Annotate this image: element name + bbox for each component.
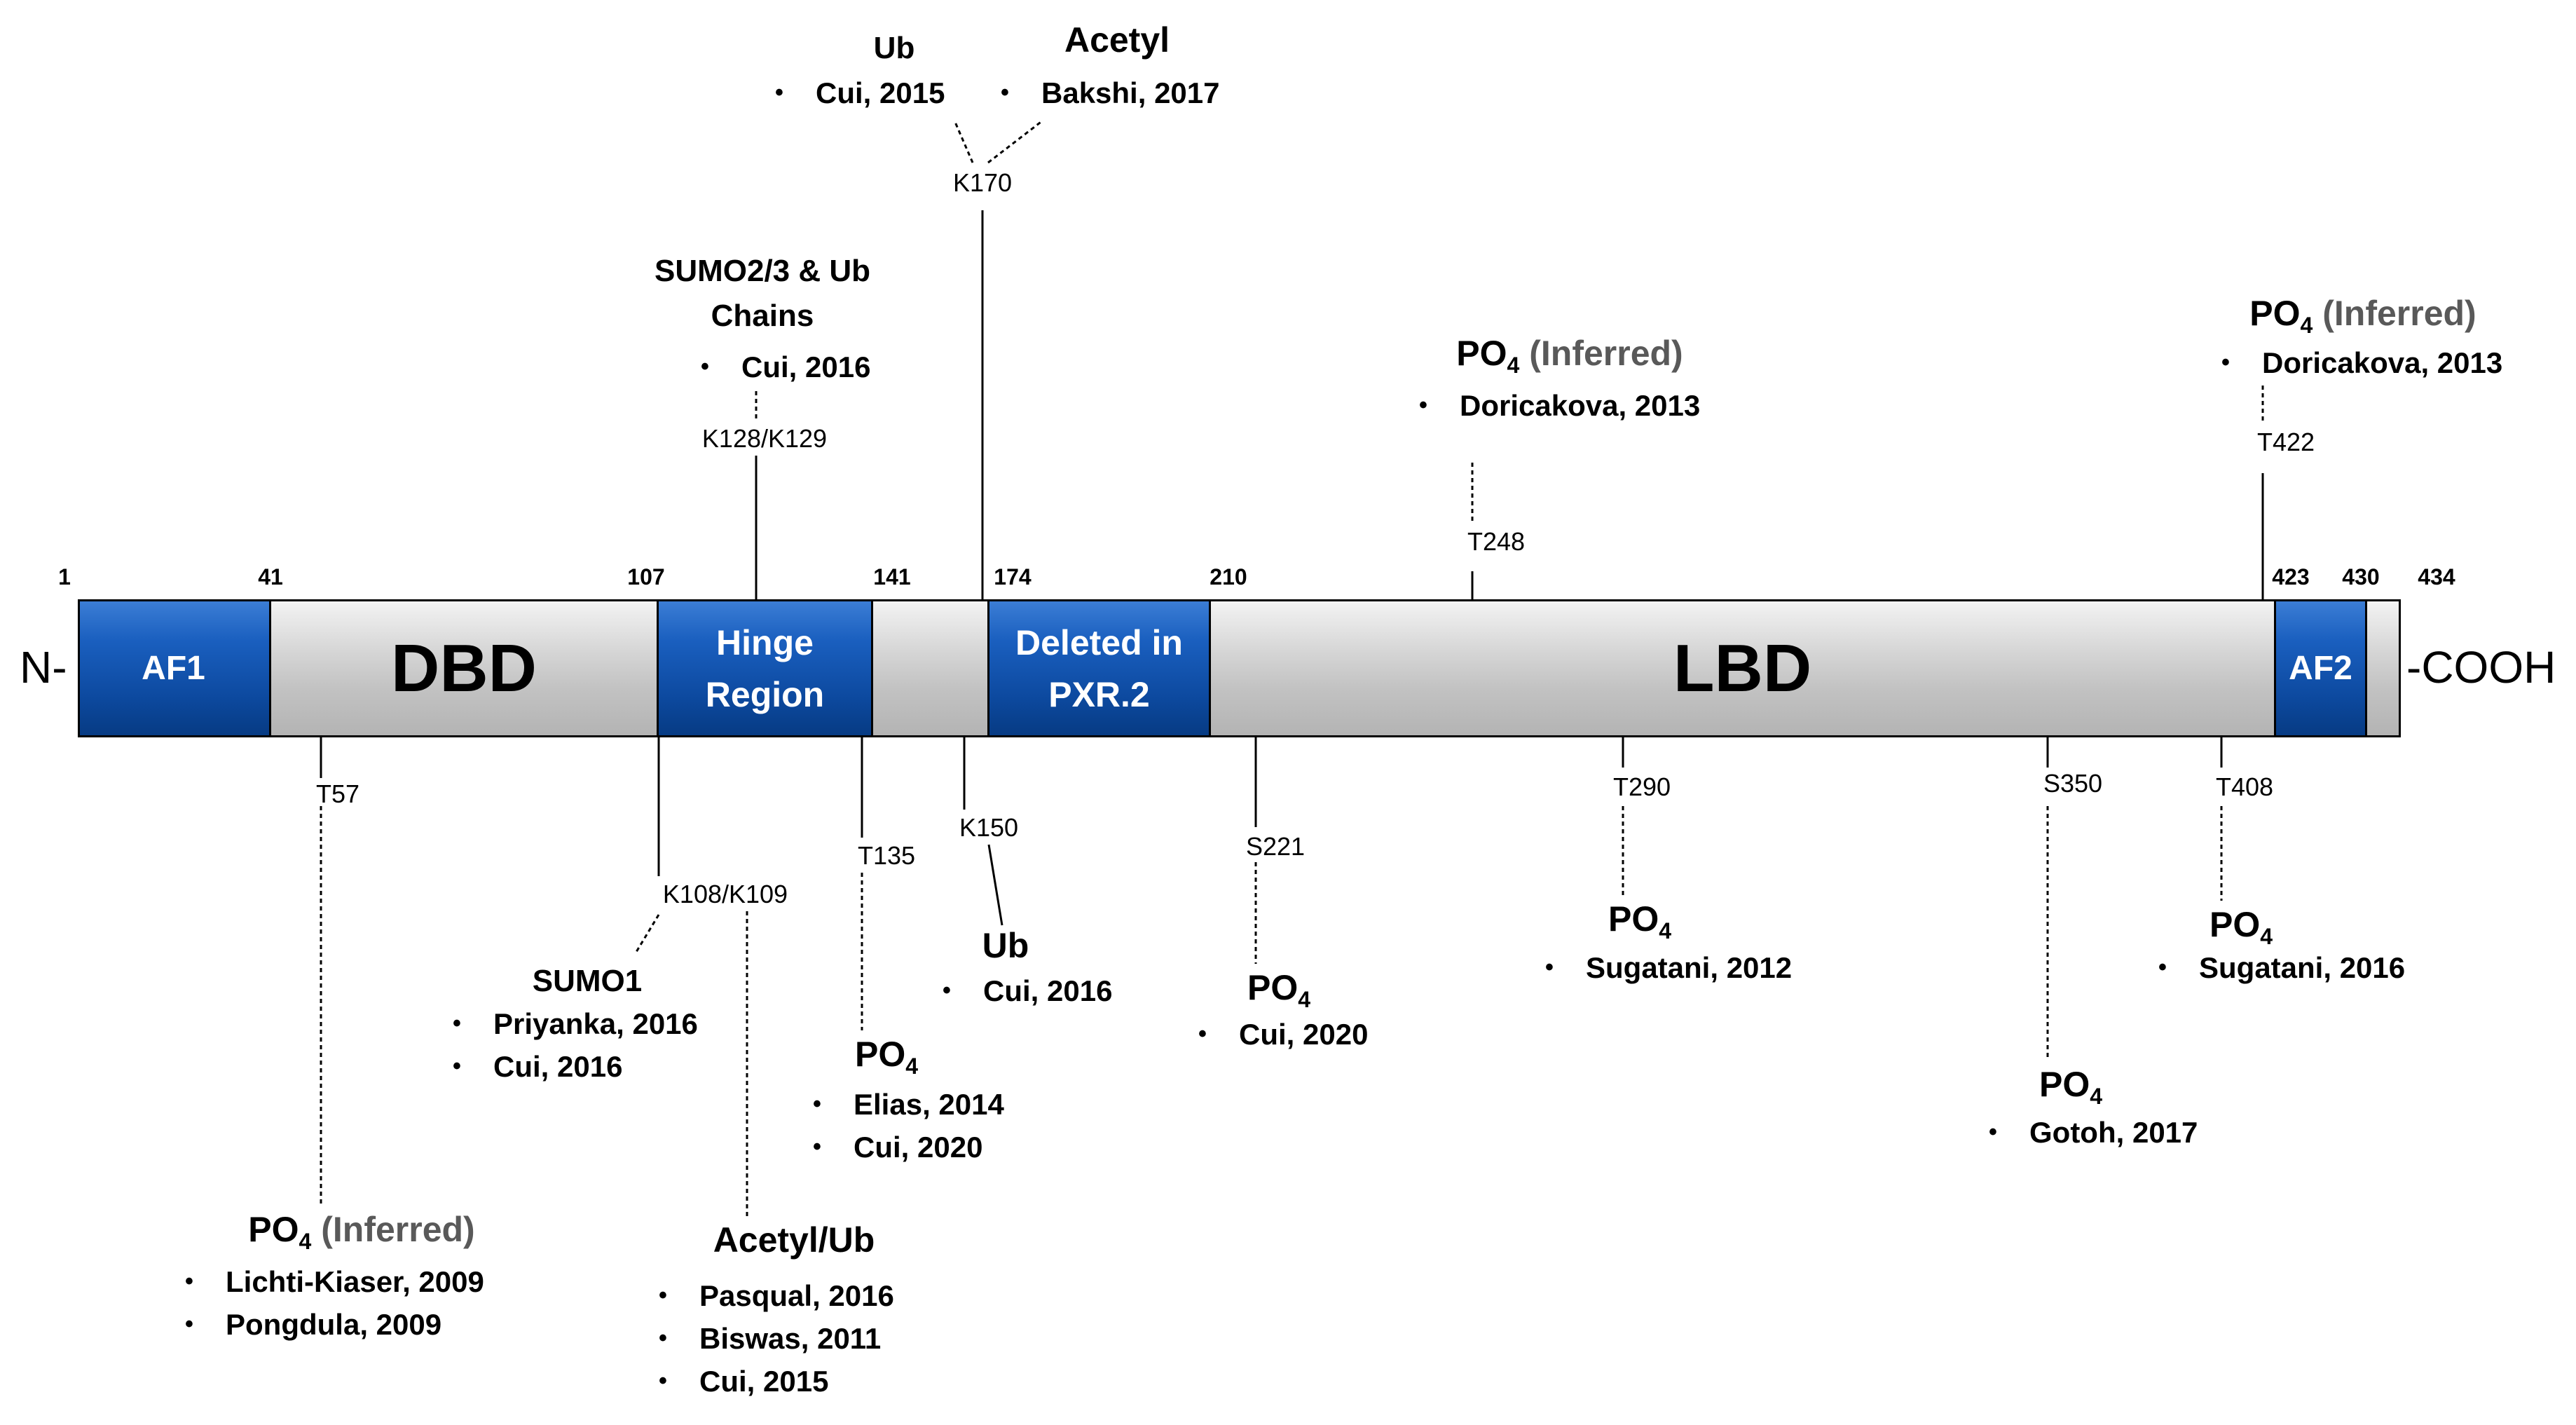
- mod-k150-title: Ub: [982, 926, 1029, 965]
- reference-item: Priyanka, 2016: [453, 1002, 698, 1045]
- reference-item: Lichti-Kiaser, 2009: [185, 1260, 484, 1303]
- domain-hinge-region: Hinge Region: [657, 599, 871, 737]
- reference-item: Doricakova, 2013: [1419, 384, 1700, 427]
- mod-k170-ub-title: Ub: [873, 31, 915, 65]
- reference-item: Cui, 2016: [701, 346, 870, 388]
- mod-k128-refs: Cui, 2016: [701, 346, 870, 388]
- site-k170: K170: [952, 168, 1013, 197]
- residue-number: 107: [627, 564, 665, 589]
- reference-item: Cui, 2020: [1198, 1013, 1368, 1056]
- site-s221: S221: [1245, 832, 1306, 861]
- domain-af2: AF2: [2274, 599, 2365, 737]
- k108-sumo-dash: [635, 914, 660, 953]
- residue-number: 41: [258, 564, 283, 589]
- domain-c-tail: [2365, 599, 2401, 737]
- domain-dbd: DBD: [269, 599, 657, 737]
- k150-diag-line: [987, 844, 1003, 926]
- site-k150: K150: [959, 813, 1019, 842]
- reference-item: Pongdula, 2009: [185, 1303, 484, 1346]
- domain-af1: AF1: [78, 599, 269, 737]
- mod-k150-refs: Cui, 2016: [943, 969, 1112, 1012]
- reference-item: Cui, 2015: [775, 71, 945, 114]
- site-t422: T422: [2256, 428, 2315, 456]
- reference-item: Gotoh, 2017: [1989, 1111, 2198, 1154]
- mod-t408-refs: Sugatani, 2016: [2158, 946, 2405, 989]
- reference-item: Biswas, 2011: [659, 1317, 894, 1360]
- residue-number: 210: [1210, 564, 1247, 589]
- reference-item: Cui, 2016: [453, 1045, 698, 1088]
- k170-acetyl-dash: [987, 119, 1043, 164]
- residue-number: 141: [873, 564, 911, 589]
- site-t290: T290: [1612, 772, 1671, 801]
- mod-t248-refs: Doricakova, 2013: [1419, 384, 1700, 427]
- reference-item: Pasqual, 2016: [659, 1274, 894, 1317]
- reference-item: Cui, 2020: [813, 1126, 1004, 1168]
- mod-t135-title: PO4: [854, 1035, 919, 1079]
- reference-item: Sugatani, 2016: [2158, 946, 2405, 989]
- site-k128-k129: K128/K129: [701, 424, 828, 453]
- mod-s350-refs: Gotoh, 2017: [1989, 1111, 2198, 1154]
- mod-k170-acetyl-title: Acetyl: [1064, 20, 1170, 60]
- mod-k170-acetyl-refs: Bakshi, 2017: [1001, 71, 1220, 114]
- mod-s221-title: PO4: [1247, 968, 1311, 1012]
- residue-number: 430: [2342, 564, 2380, 589]
- mod-k108-sumo1-title: SUMO1: [532, 964, 643, 998]
- residue-number: 1: [58, 564, 71, 589]
- domain-spacer: [871, 599, 987, 737]
- domain-lbd: LBD: [1209, 599, 2274, 737]
- mod-t290-refs: Sugatani, 2012: [1545, 946, 1792, 989]
- reference-item: Cui, 2015: [659, 1360, 894, 1403]
- reference-item: Cui, 2016: [943, 969, 1112, 1012]
- mod-t422-title: PO4 (Inferred): [2249, 294, 2476, 338]
- c-terminus-label: -COOH: [2406, 642, 2556, 693]
- mod-k170-ub-refs: Cui, 2015: [775, 71, 945, 114]
- residue-number: 434: [2418, 564, 2455, 589]
- mod-t57-title: PO4 (Inferred): [248, 1210, 475, 1254]
- site-s350: S350: [2043, 769, 2103, 798]
- reference-item: Elias, 2014: [813, 1083, 1004, 1126]
- domain-deleted-pxr2: Deleted in PXR.2: [987, 599, 1209, 737]
- reference-item: Bakshi, 2017: [1001, 71, 1220, 114]
- site-t135: T135: [857, 841, 916, 870]
- mod-k108-sumo1-refs: Priyanka, 2016 Cui, 2016: [453, 1002, 698, 1088]
- site-k108-k109: K108/K109: [662, 880, 788, 908]
- mod-t135-refs: Elias, 2014 Cui, 2020: [813, 1083, 1004, 1168]
- residue-number: 174: [994, 564, 1032, 589]
- mod-t248-title: PO4 (Inferred): [1456, 334, 1683, 378]
- mod-t422-refs: Doricakova, 2013: [2221, 341, 2502, 384]
- mod-s350-title: PO4: [2039, 1065, 2103, 1109]
- mod-s221-refs: Cui, 2020: [1198, 1013, 1368, 1056]
- reference-item: Doricakova, 2013: [2221, 341, 2502, 384]
- mod-t290-title: PO4: [1608, 899, 1672, 943]
- reference-item: Sugatani, 2012: [1545, 946, 1792, 989]
- k170-ub-dash: [953, 120, 974, 163]
- mod-k128-title: SUMO2/3 & Ub Chains: [654, 254, 871, 333]
- site-t408: T408: [2215, 772, 2274, 801]
- site-t248: T248: [1467, 527, 1526, 556]
- mod-k108-acetyl-title: Acetyl/Ub: [713, 1220, 875, 1260]
- mod-t408-title: PO4: [2209, 905, 2273, 949]
- n-terminus-label: N-: [20, 642, 67, 693]
- site-t57: T57: [315, 779, 360, 808]
- residue-number: 423: [2272, 564, 2310, 589]
- mod-k108-acetyl-refs: Pasqual, 2016 Biswas, 2011 Cui, 2015: [659, 1274, 894, 1403]
- mod-t57-refs: Lichti-Kiaser, 2009 Pongdula, 2009: [185, 1260, 484, 1346]
